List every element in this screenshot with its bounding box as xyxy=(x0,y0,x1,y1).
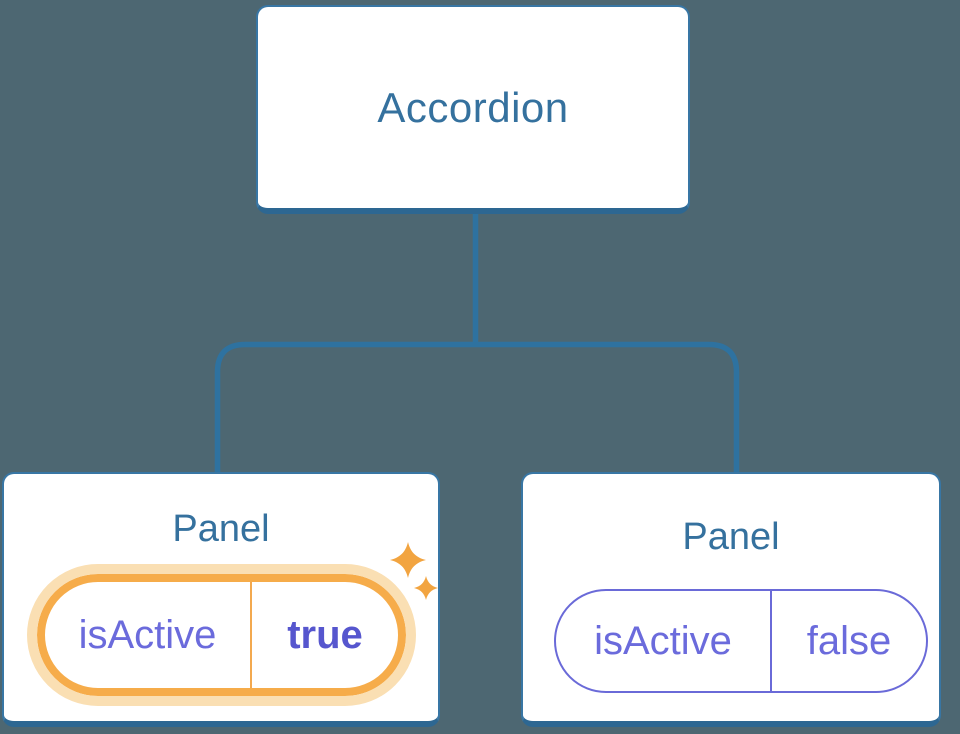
panel-node-label: Panel xyxy=(682,516,780,558)
accordion-node-label: Accordion xyxy=(377,83,569,131)
state-key-label: isActive xyxy=(594,618,732,663)
pill-divider xyxy=(770,591,772,691)
state-value-label: false xyxy=(806,618,892,663)
panel-node-label: Panel xyxy=(172,508,270,550)
connector-branch-right xyxy=(475,341,740,472)
pill-divider xyxy=(250,582,252,688)
connector-branch-left xyxy=(214,341,476,472)
state-key-label: isActive xyxy=(78,612,217,657)
panel-node-inactive: Panel isActive false xyxy=(521,472,941,727)
panel-node-active: Panel isActive true xyxy=(2,472,440,727)
accordion-node: Accordion xyxy=(256,5,690,214)
sparkles-icon xyxy=(390,542,438,600)
state-pill-inactive: isActive false xyxy=(554,589,928,693)
state-value-label: true xyxy=(287,612,363,657)
state-pill-active: isActive true xyxy=(27,564,416,706)
